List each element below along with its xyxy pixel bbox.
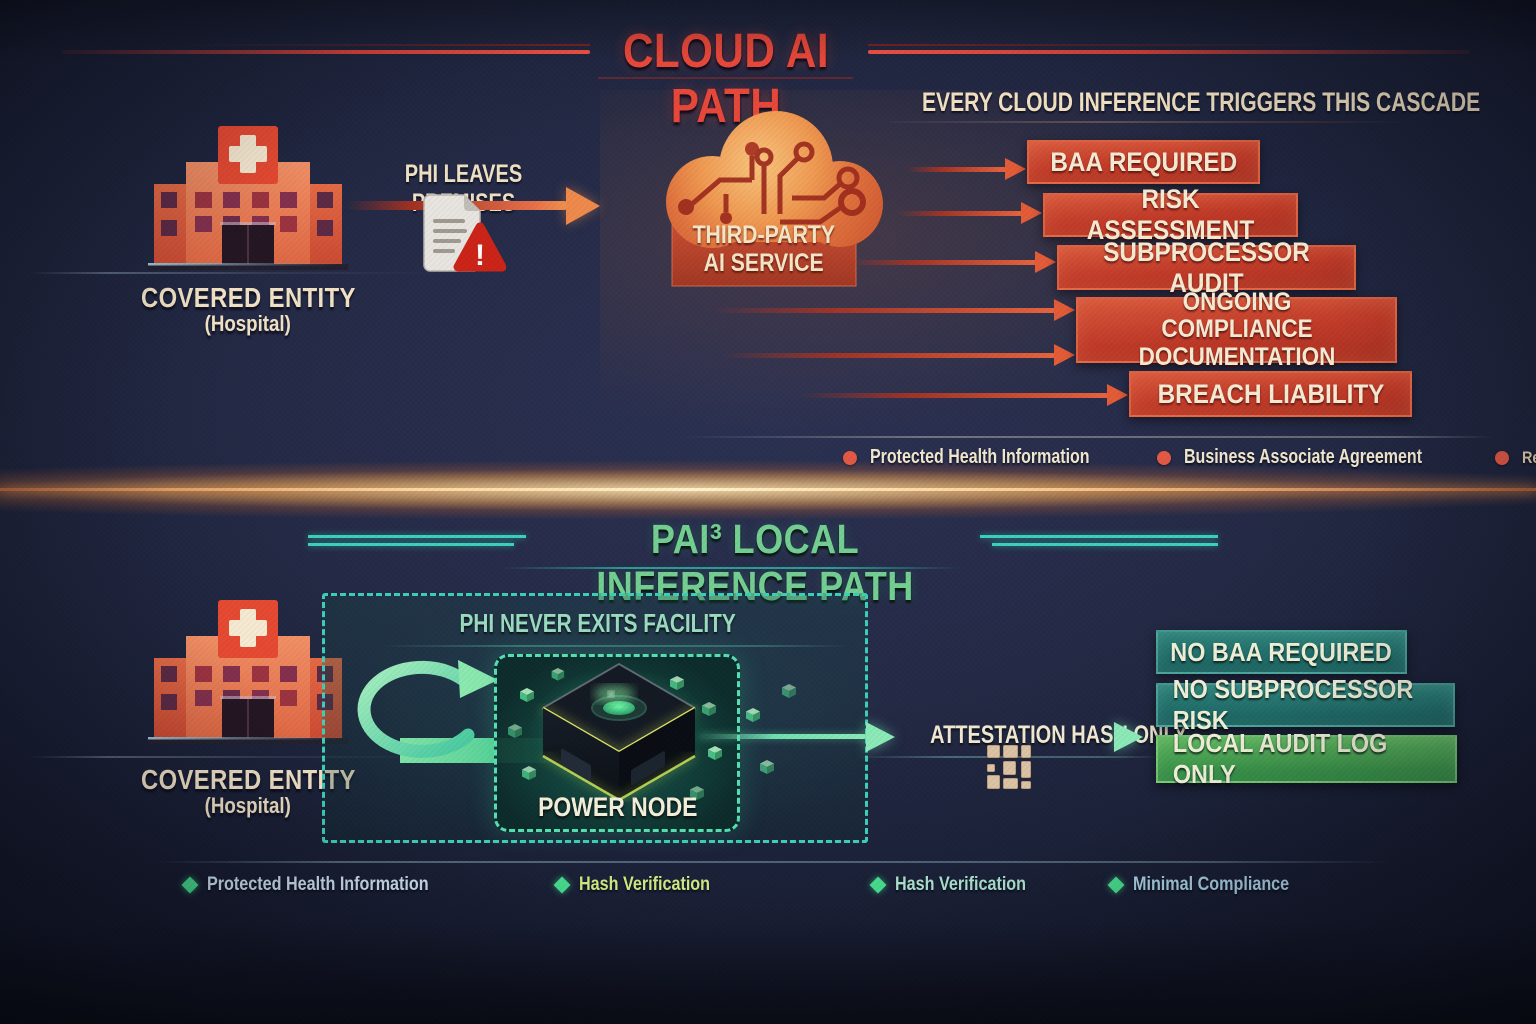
cloud-legend: Protected Health Information Business As…	[843, 446, 1536, 469]
legend-label: Protected Health Information	[870, 446, 1090, 468]
hospital-icon	[148, 596, 348, 748]
legend-diamond-icon	[869, 876, 887, 894]
legend-diamond-icon	[553, 876, 571, 894]
legend-label: Regulatory Burden	[1522, 447, 1536, 467]
covered-entity-label: COVERED ENTITY	[140, 282, 356, 313]
local-legend-item: Hash Verification	[553, 874, 733, 896]
legend-diamond-icon	[181, 876, 199, 894]
cascade-arrow-icon	[722, 344, 1075, 366]
legend-label: Protected Health Information	[207, 874, 429, 895]
cloud-title-line-right	[868, 44, 1470, 54]
local-legend-item: Hash Verification	[869, 874, 1049, 896]
power-node-label: POWER NODE	[538, 792, 698, 822]
benefit-box-no-baa: NO BAA REQUIRED	[1156, 630, 1407, 674]
benefit-box-no-subprocessor: NO SUBPROCESSOR RISK	[1156, 674, 1455, 735]
hash-grid-icon	[986, 744, 1032, 792]
legend-label: Minimal Compliance	[1133, 874, 1290, 895]
local-legend-item: Protected Health Information	[181, 874, 468, 896]
legend-label: Hash Verification	[895, 874, 1027, 895]
attestation-arrowhead-icon	[1114, 722, 1143, 752]
cascade-heading: EVERY CLOUD INFERENCE TRIGGERS THIS CASC…	[922, 87, 1481, 117]
local-title-underline	[500, 567, 962, 569]
svg-text:!: !	[475, 239, 485, 272]
cascade-arrow-icon	[897, 202, 1042, 224]
cascade-arrow-icon	[800, 384, 1128, 406]
cascade-arrow-icon	[906, 158, 1026, 180]
facility-label: PHI NEVER EXITS FACILITY	[459, 608, 737, 638]
hospital-icon	[148, 122, 348, 274]
local-title-line-left	[308, 543, 514, 546]
cascade-box-subprocessor: SUBPROCESSOR AUDIT	[1057, 237, 1356, 298]
attestation-arrow	[700, 734, 866, 739]
third-party-service-label: THIRD-PARTY AI SERVICE	[692, 221, 836, 277]
local-title-line-left	[308, 535, 526, 538]
cloud-title-line-left	[62, 44, 590, 54]
entity-base-line	[30, 272, 470, 274]
power-node-icon	[527, 650, 712, 804]
local-legend-separator	[152, 861, 1392, 863]
legend-label: Business Associate Agreement	[1184, 446, 1423, 468]
cloud-legend-separator	[680, 436, 1495, 438]
local-legend-item: Minimal Compliance	[1107, 874, 1317, 896]
local-title-line-right	[992, 543, 1218, 546]
cascade-box-breach: BREACH LIABILITY	[1129, 371, 1412, 417]
cloud-title-underline	[598, 77, 853, 79]
cascade-arrow-icon	[846, 251, 1056, 273]
benefit-box-local-audit: LOCAL AUDIT LOG ONLY	[1156, 728, 1457, 789]
legend-label: Hash Verification	[579, 874, 711, 895]
alert-document-icon: !	[420, 193, 507, 279]
cascade-box-risk: RISK ASSESSMENT	[1043, 184, 1298, 245]
legend-dot-icon	[1495, 450, 1510, 465]
cascade-heading-underline	[890, 121, 1410, 123]
phi-flow-arrowhead-icon	[566, 187, 600, 225]
cascade-box-ongoing-compliance: ONGOING COMPLIANCE DOCUMENTATION	[1076, 288, 1397, 370]
legend-diamond-icon	[1107, 876, 1125, 894]
legend-dot-icon	[843, 450, 857, 465]
local-title-line-right	[980, 535, 1218, 538]
cascade-box-baa: BAA REQUIRED	[1027, 140, 1260, 184]
cascade-arrow-icon	[712, 299, 1075, 321]
legend-dot-icon	[1157, 450, 1172, 465]
covered-entity-type: (Hospital)	[204, 311, 292, 336]
attestation-arrowhead-icon	[866, 722, 895, 752]
